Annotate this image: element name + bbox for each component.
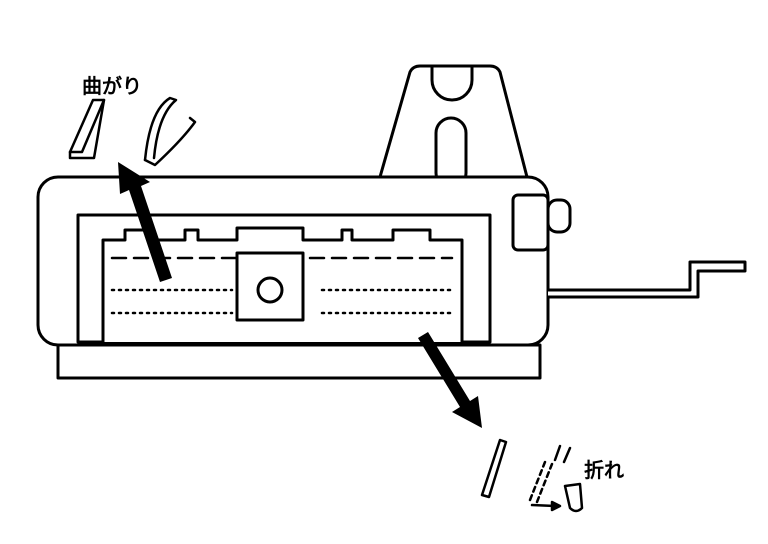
broken-pin-label: 折れ	[584, 458, 624, 482]
arrow-up-icon	[118, 162, 172, 282]
bent-pins	[68, 96, 197, 167]
center-lock	[235, 251, 305, 322]
arrow-down-icon	[418, 332, 482, 428]
broken-pins	[480, 438, 584, 513]
latch-button	[546, 198, 572, 234]
wire	[546, 260, 747, 299]
side-latch	[511, 193, 550, 252]
lock-hole	[256, 276, 284, 304]
housing-base	[56, 343, 542, 380]
bent-pin-label: 曲がり	[82, 74, 142, 98]
mounting-bracket	[378, 64, 529, 190]
